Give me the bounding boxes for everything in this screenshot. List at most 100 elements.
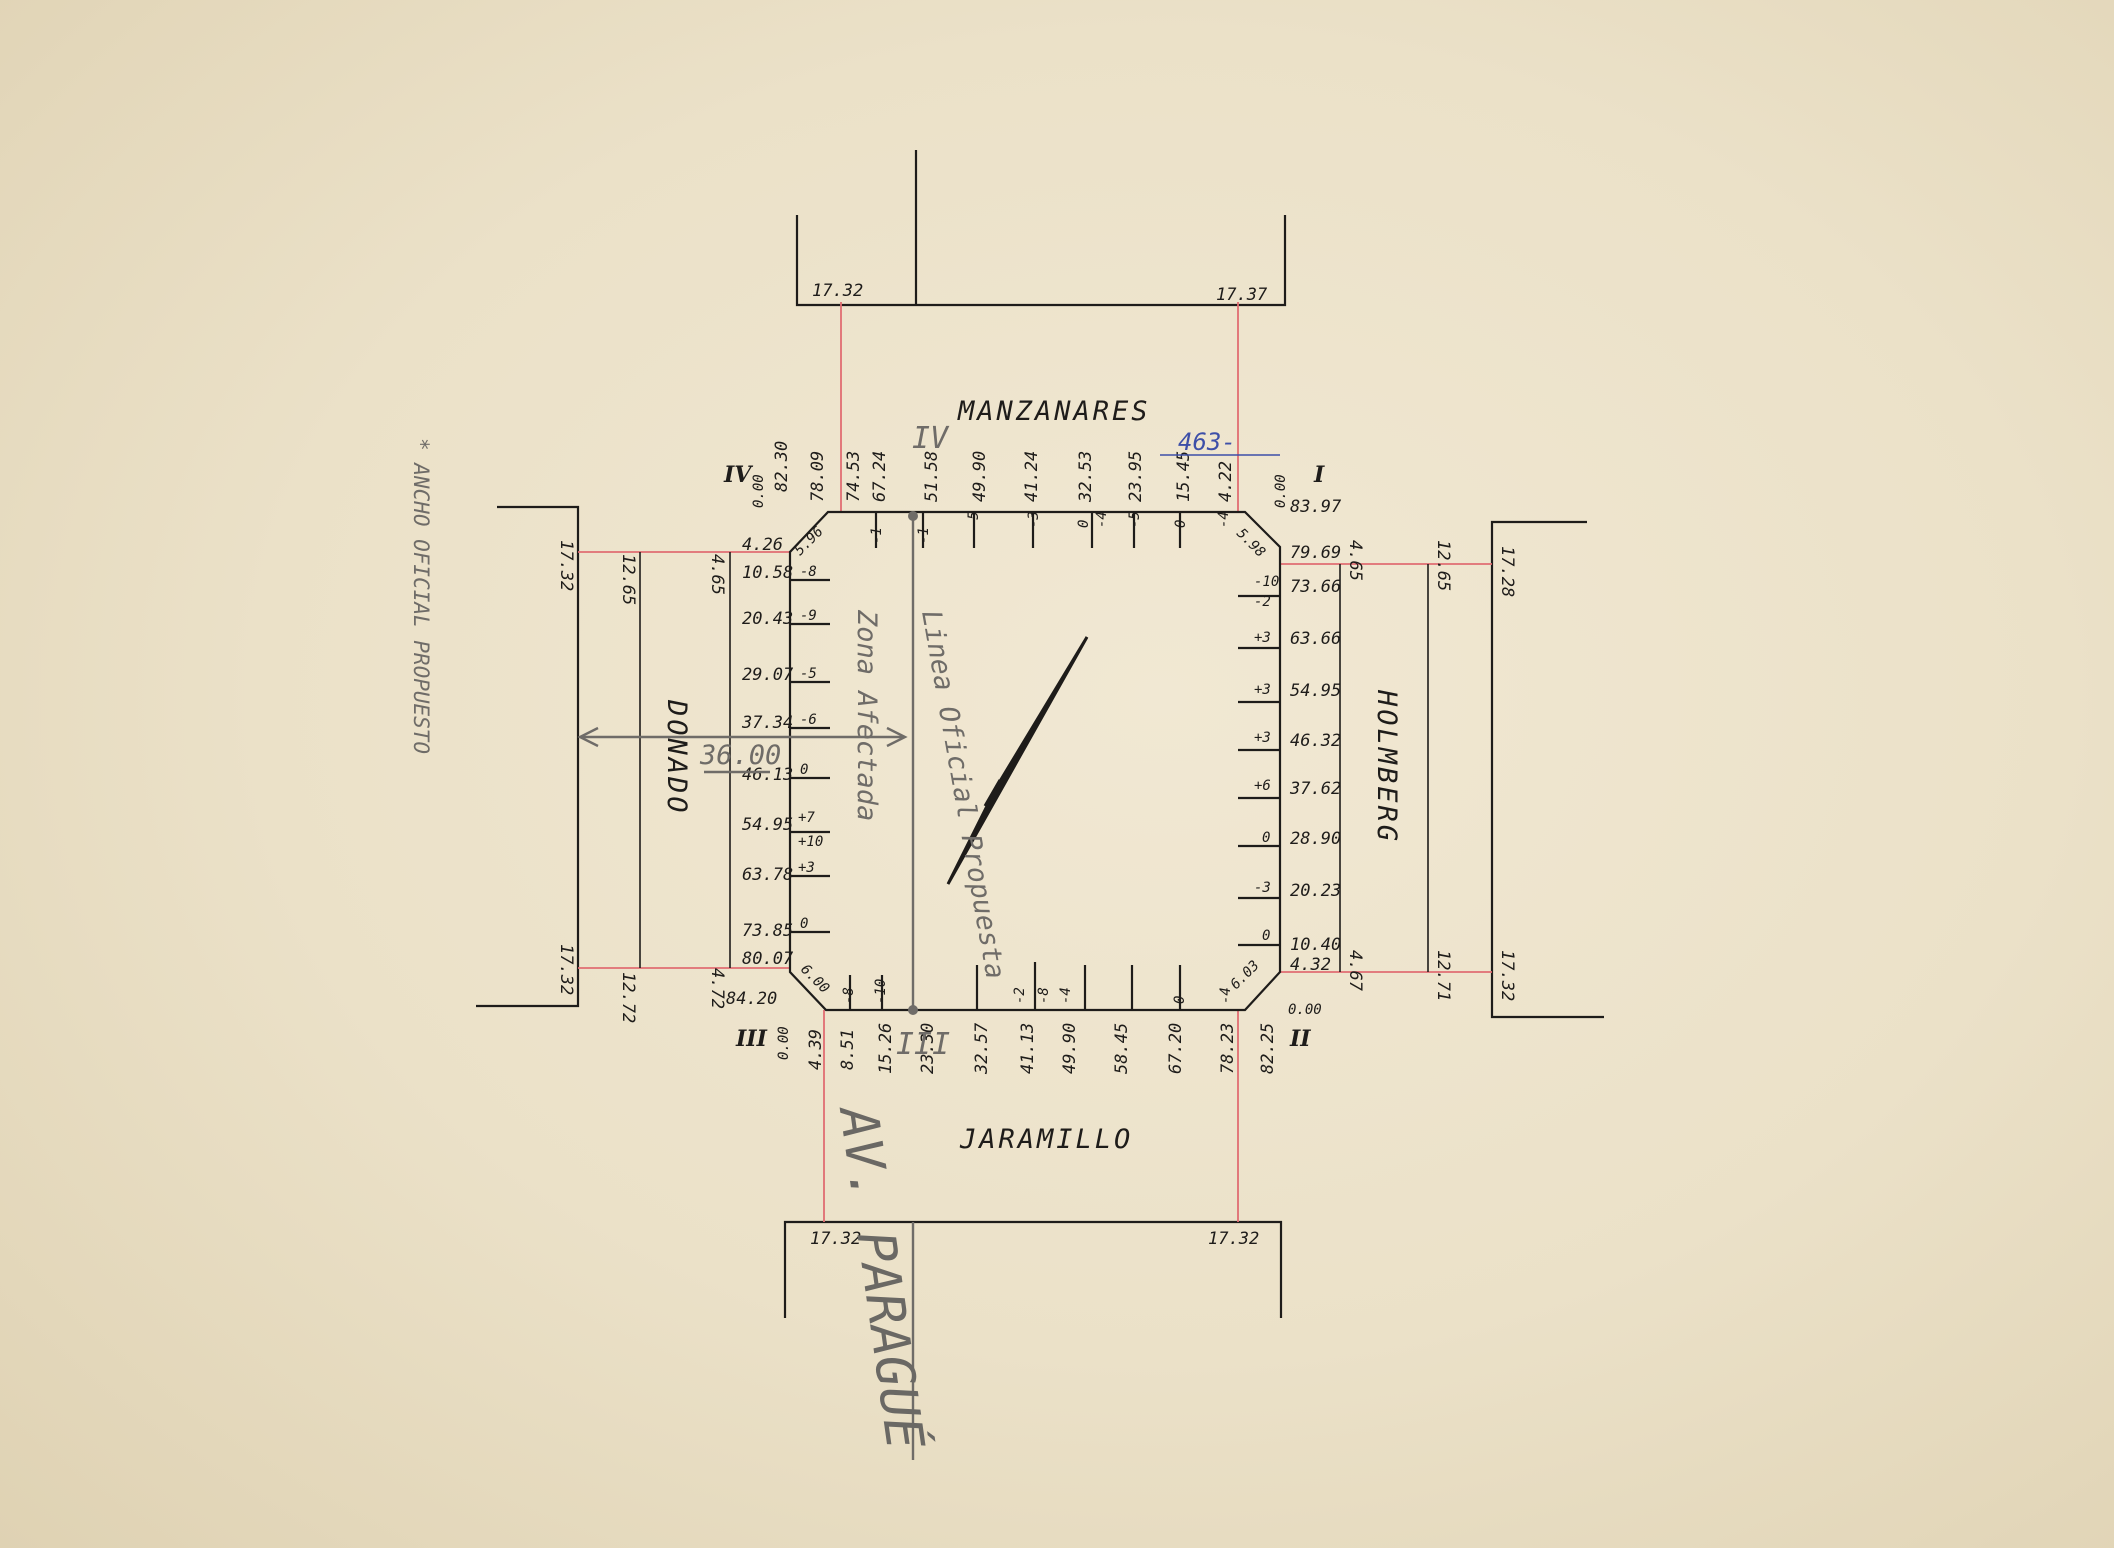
tick-label: -8 (800, 564, 817, 580)
right-value: 37.62 (1289, 779, 1341, 799)
tick-label: 0 (800, 916, 808, 932)
right-value: 46.32 (1290, 731, 1341, 751)
tick-label: +3 (1254, 730, 1271, 746)
corner-label-i: I (1313, 462, 1325, 488)
inner-lines (639, 552, 1429, 972)
dimension-36: 36.00 (699, 740, 781, 771)
left-value: 63.78 (742, 865, 793, 885)
right-value: 79.69 (1290, 543, 1341, 563)
bottom-value: 41.13 (1018, 1023, 1038, 1074)
bottom-value: 15.26 (876, 1023, 896, 1074)
corner-cut: 6.00 (797, 962, 832, 997)
tick-label: -10 (1254, 574, 1279, 590)
tick-label: +6 (1254, 778, 1271, 794)
offset-right-top: 4.65 (1345, 540, 1365, 581)
width-right-top: 17.28 (1497, 546, 1517, 597)
bottom-value: 4.39 (806, 1029, 826, 1070)
top-value: 74.53 (844, 451, 864, 502)
tick-label: -6 (800, 712, 817, 728)
bottom-value: 58.45 (1112, 1023, 1132, 1074)
top-value: 49.90 (970, 451, 990, 502)
corner-cut: 6.03 (1228, 958, 1263, 993)
top-ticks (874, 512, 1182, 548)
tick-label: 0 (800, 762, 808, 778)
tick-label: -4 (1218, 987, 1234, 1004)
top-value: 67.24 (870, 451, 890, 502)
half-width-right-top: 12.65 (1433, 540, 1453, 591)
tick-label: +3 (1254, 630, 1271, 646)
top-value: 51.58 (922, 451, 942, 502)
tick-label: -5 (1127, 511, 1143, 528)
tick-label: +7 (798, 810, 815, 826)
corner-label-iii: III (735, 1026, 768, 1052)
bottom-values: 0.00 4.39 8.51 15.26 23.30 32.57 41.13 4… (776, 1002, 1322, 1075)
street-south: JARAMILLO (959, 1124, 1133, 1155)
tick-label: -1 (869, 527, 885, 544)
right-value: 73.66 (1290, 577, 1341, 597)
top-value: 32.53 (1076, 451, 1096, 503)
block-outline (788, 510, 1282, 1012)
tick-label: -5 (966, 511, 982, 528)
tick-label: -2 (1254, 594, 1271, 610)
tick-label: -4 (1216, 511, 1232, 528)
zona-afectada-note: Zona Afectada (851, 609, 882, 821)
right-value: 4.32 (1290, 955, 1331, 975)
width-bottom-right: 17.32 (1208, 1229, 1259, 1249)
street-west: DONADO (661, 699, 692, 816)
left-value: 84.20 (726, 989, 777, 1009)
top-value: 78.09 (808, 451, 828, 502)
north-arrow-icon (946, 636, 1089, 885)
top-value: 0.00 (1273, 474, 1289, 508)
left-tick-labels: -8 -9 -5 -6 0 +7 +10 +3 0 (798, 564, 823, 932)
right-ticks (1238, 594, 1280, 947)
tick-label: -5 (800, 666, 817, 682)
projection-lines (578, 302, 1492, 1222)
tick-label: 0 (1262, 830, 1270, 846)
left-values: 4.26 10.58 20.43 29.07 37.34 46.13 54.95… (726, 535, 794, 1009)
right-values: 83.97 79.69 73.66 63.66 54.95 46.32 37.6… (1289, 497, 1342, 975)
bottom-ticks (848, 962, 1182, 1010)
left-value: 37.34 (741, 713, 793, 733)
tick-label: +10 (798, 834, 823, 850)
corner-mark-bottom: III (896, 1027, 950, 1062)
tick-label: +3 (1254, 682, 1271, 698)
top-value: 0.00 (751, 474, 767, 508)
tick-label: -9 (800, 608, 817, 624)
bottom-value: 0.00 (1288, 1002, 1322, 1018)
half-width-left-bottom: 12.72 (618, 972, 638, 1023)
bottom-value: 49.90 (1060, 1023, 1080, 1074)
left-value: 29.07 (742, 665, 794, 685)
width-left-bottom: 17.32 (556, 944, 576, 995)
tick-label: -4 (1058, 987, 1074, 1004)
tick-label: -4 (1094, 511, 1110, 528)
tick-label: -3 (1254, 880, 1271, 896)
right-value: 83.97 (1290, 497, 1342, 517)
top-value: 15.45 (1174, 451, 1194, 502)
top-value: 4.22 (1216, 461, 1236, 502)
ancho-oficial-note: * ANCHO OFICIAL PROPUESTO (409, 438, 433, 754)
right-tick-labels: -10 -2 +3 +3 +3 +6 0 -3 0 (1254, 574, 1279, 944)
bottom-tick-labels: -8 -10 -2 -8 -4 0 -4 (841, 979, 1234, 1004)
bottom-value: 23.30 (918, 1023, 938, 1074)
bottom-value: 67.20 (1166, 1023, 1186, 1074)
width-top-left: 17.32 (812, 281, 863, 301)
tick-label: -1 (916, 527, 932, 544)
left-value: 73.85 (742, 921, 793, 941)
top-values: 0.00 82.30 78.09 74.53 67.24 51.58 49.90… (751, 441, 1289, 508)
street-brackets (476, 150, 1604, 1460)
corner-mark-top: IV (912, 421, 950, 456)
bottom-value: 78.23 (1218, 1023, 1238, 1074)
top-value: 82.30 (772, 441, 792, 492)
tick-label: 0 (1173, 520, 1189, 528)
right-value: 63.66 (1290, 629, 1341, 649)
offset-right-bottom: 4.67 (1345, 950, 1365, 992)
tick-label: -10 (873, 979, 889, 1004)
half-width-right-bottom: 12.71 (1433, 950, 1453, 1001)
tick-label: +3 (798, 860, 815, 876)
width-bottom-left: 17.32 (810, 1229, 861, 1249)
blue-note: 463- (1178, 428, 1236, 456)
right-value: 10.40 (1290, 935, 1341, 955)
width-left-top: 17.32 (556, 540, 576, 591)
tick-label: 0 (1076, 520, 1092, 528)
